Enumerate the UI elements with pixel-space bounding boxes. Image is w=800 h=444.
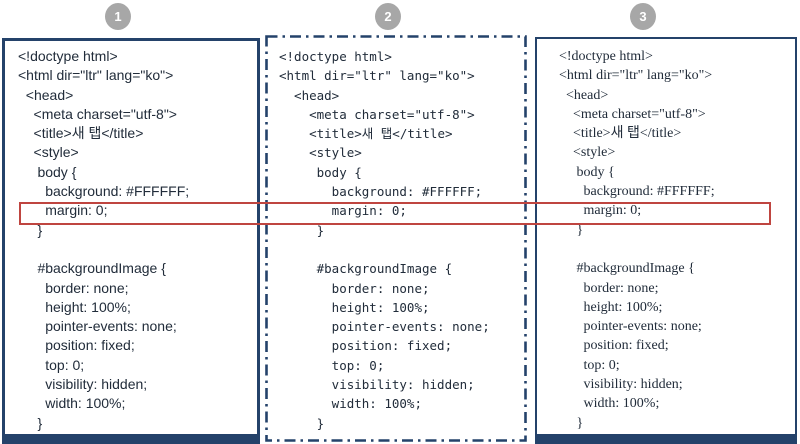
code-block-1: <!doctype html> <html dir="ltr" lang="ko… — [18, 48, 190, 431]
highlight-box — [19, 202, 771, 225]
dash-dot-border — [265, 35, 527, 442]
code-panel-1: <!doctype html> <html dir="ltr" lang="ko… — [2, 38, 260, 444]
step-badge-1: 1 — [105, 3, 131, 30]
code-panel-2: <!doctype html> <html dir="ltr" lang="ko… — [265, 35, 527, 442]
code-block-2: <!doctype html> <html dir="ltr" lang="ko… — [279, 49, 490, 431]
step-badge-3: 3 — [630, 3, 656, 30]
code-block-3: <!doctype html> <html dir="ltr" lang="ko… — [559, 49, 715, 431]
code-panel-3: <!doctype html> <html dir="ltr" lang="ko… — [535, 37, 797, 444]
step-badge-2: 2 — [375, 3, 401, 30]
